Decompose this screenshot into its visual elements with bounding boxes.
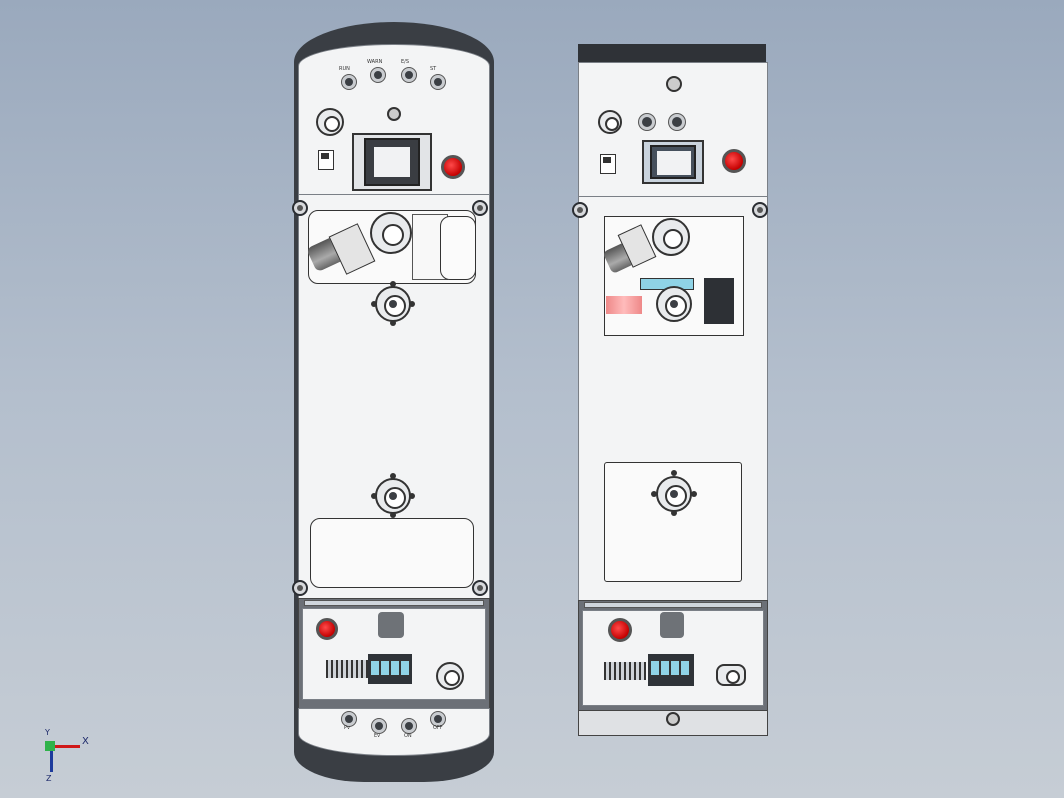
left-cable-gland-icon [378, 612, 404, 638]
right-breaker-4 [680, 660, 690, 676]
left-bolt-icon [292, 200, 308, 216]
right-bottom-screw-icon [666, 712, 680, 726]
flange-hole [409, 493, 415, 499]
off-label: OFF [433, 725, 443, 731]
ev-indicator[interactable] [372, 719, 386, 733]
left-emergency-stop-button[interactable] [441, 155, 465, 179]
flange-hole [671, 470, 677, 476]
left-upper-flange-icon [375, 286, 411, 322]
left-screw-icon [387, 107, 401, 121]
warn-indicator[interactable] [371, 68, 385, 82]
left-connector-icon [316, 108, 344, 136]
warn-label: WARN [367, 59, 383, 65]
flange-hole [671, 510, 677, 516]
right-rail [584, 602, 762, 608]
off-indicator[interactable] [431, 712, 445, 726]
right-cable-gland-icon [660, 612, 684, 638]
left-rail [304, 600, 484, 606]
right-red-cylinder-icon [606, 296, 642, 314]
axis-y-label: Y [45, 728, 50, 737]
axis-y-arrow [50, 742, 53, 772]
left-lower-inspection-window [310, 518, 474, 588]
on-label: ON [404, 733, 412, 739]
flange-hole [691, 491, 697, 497]
right-pulley-icon [652, 218, 690, 256]
right-button-1[interactable] [639, 114, 655, 130]
flange-hole [390, 320, 396, 326]
flange-hole [390, 281, 396, 287]
left-bottom-emergency-stop-button[interactable] [316, 618, 338, 640]
right-bottom-emergency-stop-button[interactable] [608, 618, 632, 642]
right-breaker-3 [670, 660, 680, 676]
right-button-2[interactable] [669, 114, 685, 130]
right-bolt-icon [752, 202, 768, 218]
flange-hole [371, 301, 377, 307]
right-hmi-screen[interactable] [650, 145, 696, 179]
left-bottom-cap [298, 708, 490, 756]
right-breaker-1 [650, 660, 660, 676]
left-bolt-icon [292, 580, 308, 596]
es-label: E/S [401, 59, 410, 65]
run-label: RUN [339, 66, 350, 72]
st-label: ST [430, 66, 437, 72]
right-bolt-icon [572, 202, 588, 218]
axis-origin [45, 741, 55, 751]
run-indicator[interactable] [342, 75, 356, 89]
on-indicator[interactable] [402, 719, 416, 733]
left-hmi-screen[interactable] [364, 138, 420, 186]
flange-hole [409, 301, 415, 307]
flange-hole [651, 491, 657, 497]
left-window-cover [440, 216, 476, 280]
right-breaker-2 [660, 660, 670, 676]
pv-indicator[interactable] [342, 712, 356, 726]
left-power-connector-icon [436, 662, 464, 690]
right-power-connector-icon [716, 664, 746, 686]
right-lower-flange-icon [656, 476, 692, 512]
right-emergency-stop-button[interactable] [722, 149, 746, 173]
right-drive-block [704, 278, 734, 324]
left-breaker-2 [380, 660, 390, 676]
ev-label: Ev [374, 733, 381, 739]
left-breaker-4 [400, 660, 410, 676]
left-lower-flange-icon [375, 478, 411, 514]
es-indicator[interactable] [402, 68, 416, 82]
axis-z-label: Z [46, 774, 52, 783]
axis-x-arrow [52, 745, 80, 748]
right-connector-icon [598, 110, 622, 134]
right-upper-flange-icon [656, 286, 692, 322]
right-terminal-block [604, 662, 646, 680]
st-indicator[interactable] [431, 75, 445, 89]
flange-hole [390, 512, 396, 518]
left-pulley-icon [370, 212, 412, 254]
left-power-switch[interactable] [318, 150, 334, 170]
right-top-bar [578, 44, 766, 62]
pv-label: Pv [344, 725, 350, 731]
axis-x-label: X [82, 736, 89, 747]
left-bolt-icon [472, 580, 488, 596]
left-terminal-block [326, 660, 368, 678]
left-bolt-icon [472, 200, 488, 216]
left-breaker-1 [370, 660, 380, 676]
right-screw-icon [666, 76, 682, 92]
right-power-switch[interactable] [600, 154, 616, 174]
left-breaker-3 [390, 660, 400, 676]
flange-hole [390, 473, 396, 479]
flange-hole [371, 493, 377, 499]
